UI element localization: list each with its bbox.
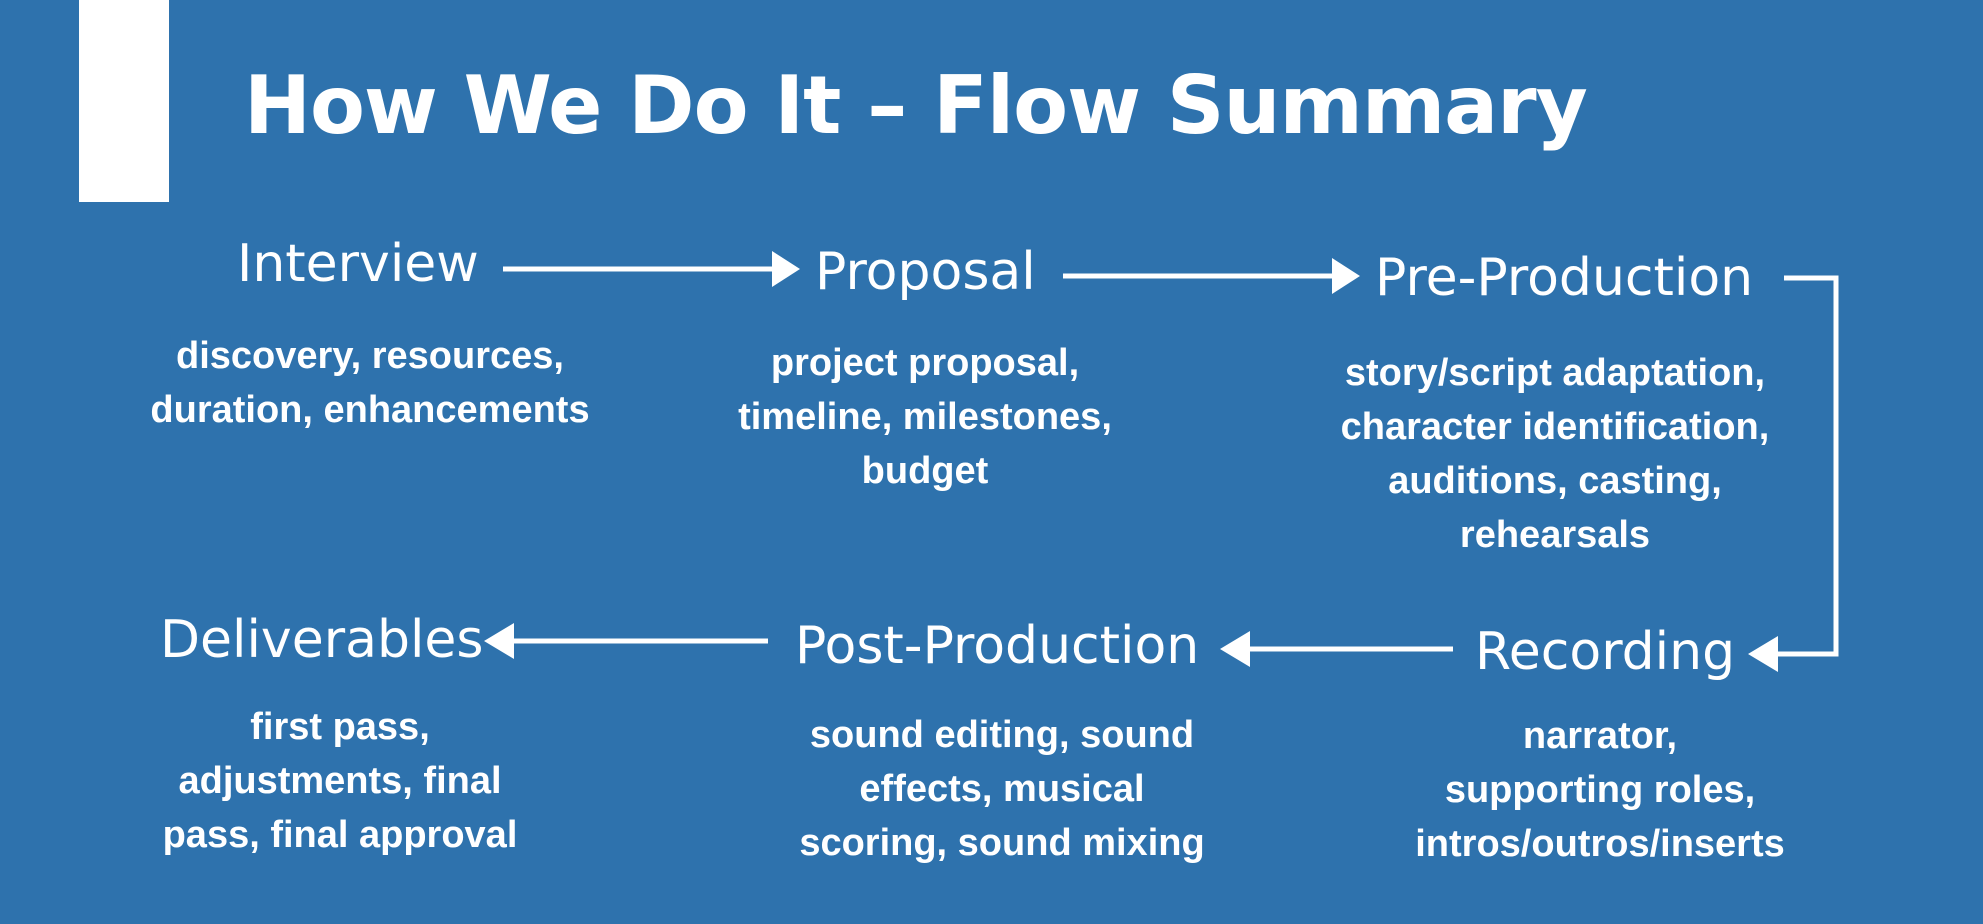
description-line: rehearsals: [1459, 514, 1651, 556]
description-line: budget: [861, 450, 989, 492]
arrowhead-postproduction: [1220, 631, 1250, 667]
stage-description-proposal: project proposal, timeline, milestones, …: [700, 336, 1150, 498]
stage-title-pre-production: Pre-Production: [1375, 248, 1754, 308]
arrowhead-deliverables: [484, 623, 514, 659]
description-line: sound editing, sound: [809, 714, 1195, 756]
stage-description-post-production: sound editing, sound effects, musical sc…: [752, 708, 1252, 870]
stage-title-deliverables: Deliverables: [160, 610, 484, 670]
stage-title-post-production: Post-Production: [795, 616, 1200, 676]
description-line: discovery, resources,: [176, 335, 564, 377]
description-line: scoring, sound mixing: [799, 822, 1205, 864]
stage-title-proposal: Proposal: [815, 242, 1036, 302]
arrow-preproduction-to-recording: [1774, 275, 1839, 657]
stage-description-deliverables: first pass, adjustments, final pass, fin…: [110, 700, 570, 862]
description-line: supporting roles,: [1444, 769, 1756, 811]
description-line: effects, musical: [859, 768, 1145, 810]
description-line: first pass,: [250, 706, 430, 748]
description-line: narrator,: [1522, 715, 1678, 757]
stage-title-interview: Interview: [237, 234, 479, 294]
description-line: character identification,: [1340, 406, 1770, 448]
accent-bar: [79, 0, 169, 202]
arrowhead-proposal: [772, 251, 800, 287]
description-line: auditions, casting,: [1388, 460, 1722, 502]
stage-description-recording: narrator, supporting roles, intros/outro…: [1360, 709, 1840, 871]
stage-title-recording: Recording: [1475, 622, 1736, 682]
description-line: project proposal,: [770, 342, 1080, 384]
description-line: pass, final approval: [162, 814, 518, 856]
arrowhead-preproduction: [1332, 258, 1360, 294]
description-line: adjustments, final: [178, 760, 502, 802]
arrowhead-recording: [1748, 636, 1778, 672]
description-line: timeline, milestones,: [738, 396, 1112, 438]
page-title: How We Do It – Flow Summary: [244, 59, 1588, 152]
description-line: intros/outros/inserts: [1415, 823, 1785, 865]
stage-description-interview: discovery, resources, duration, enhancem…: [120, 329, 620, 437]
description-line: story/script adaptation,: [1344, 352, 1766, 394]
stage-description-pre-production: story/script adaptation, character ident…: [1285, 346, 1825, 562]
description-line: duration, enhancements: [150, 389, 590, 431]
